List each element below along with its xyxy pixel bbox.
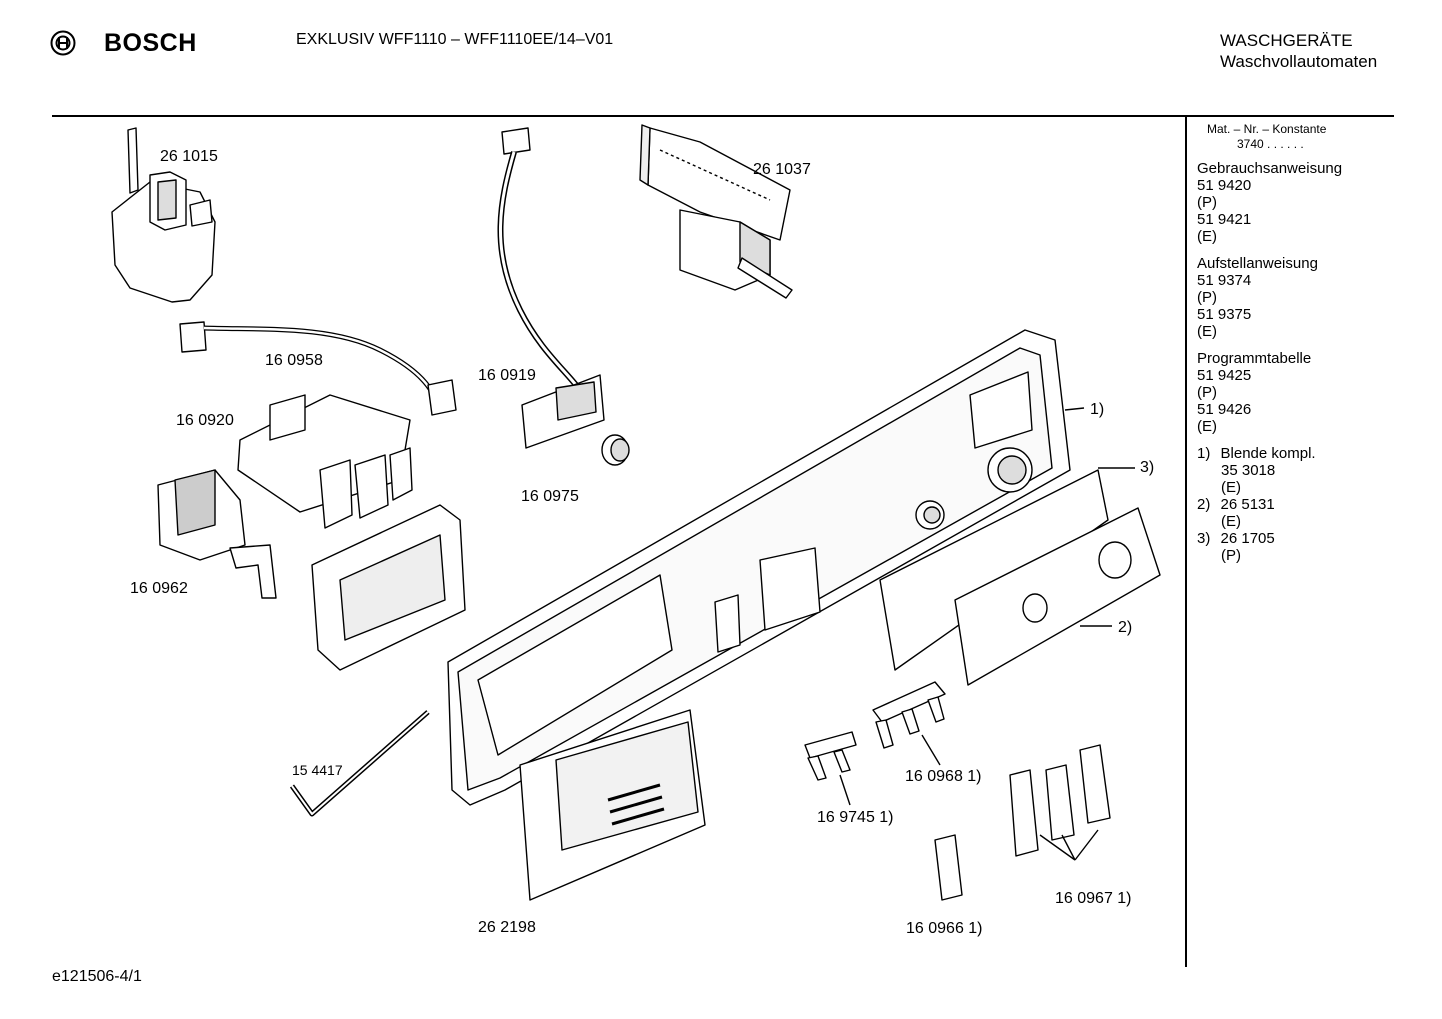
note-item: 2) 26 5131 (E) — [1197, 496, 1342, 530]
part-number-160968: 16 0968 1) — [905, 768, 982, 785]
category-subtitle: Waschvollautomaten — [1220, 52, 1378, 71]
category-title: WASCHGERÄTE — [1220, 31, 1353, 50]
cable-harness-part — [179, 321, 457, 416]
exploded-parts-drawing: 26 1015 26 1037 16 0958 16 0919 16 0920 … — [111, 124, 1161, 937]
panel-insert-part — [879, 469, 1109, 671]
brand-name: BOSCH — [104, 29, 197, 57]
part-number-262198: 26 2198 — [478, 919, 536, 936]
part-number-160962: 16 0962 — [130, 580, 188, 597]
part-number-160919: 16 0919 — [478, 367, 536, 384]
doc-section: Programmtabelle 51 9425 (P) 51 9426 (E) — [1197, 350, 1342, 435]
callout-1: 1) — [1090, 401, 1104, 418]
callout-3: 3) — [1140, 459, 1154, 476]
doc-line: 51 9421 — [1197, 211, 1252, 228]
sidebar-divider — [1185, 117, 1187, 967]
note-number: 26 1705 — [1220, 530, 1275, 547]
control-panel-part — [447, 329, 1071, 806]
header-divider — [52, 115, 1394, 117]
note-type: (E) — [1221, 479, 1241, 496]
part-number-261037: 26 1037 — [753, 161, 811, 178]
switch-board-part — [497, 127, 605, 449]
note-mark: 1) — [1197, 445, 1211, 462]
leader-lines — [839, 407, 1135, 861]
doc-line: 51 9375 — [1197, 306, 1252, 323]
model-title: EXKLUSIV WFF1110 – WFF1110EE/14–V01 — [296, 31, 614, 48]
mat-nr-value: 3740 . . . . . . — [1237, 137, 1304, 151]
drawer-front-part — [519, 709, 706, 901]
doc-line: (E) — [1197, 228, 1217, 245]
doc-section-title: Gebrauchsanweisung — [1197, 160, 1343, 177]
note-number: 35 3018 — [1221, 462, 1276, 479]
note-text: Blende kompl. — [1220, 445, 1316, 462]
note-number: 26 5131 — [1220, 496, 1275, 513]
doc-line: (P) — [1197, 194, 1217, 211]
doc-section-title: Programmtabelle — [1197, 350, 1312, 367]
switch-carrier-part — [237, 394, 413, 529]
note-type: (E) — [1221, 513, 1241, 530]
part-number-154417: 15 4417 — [292, 762, 343, 778]
display-panel-part — [954, 507, 1161, 686]
knob-part — [601, 434, 630, 466]
note-mark: 2) — [1197, 496, 1211, 513]
part-number-261015: 26 1015 — [160, 148, 218, 165]
note-item: 3) 26 1705 (P) — [1197, 530, 1342, 564]
note-mark: 3) — [1197, 530, 1211, 547]
doc-line: 51 9426 — [1197, 401, 1252, 418]
push-button-part — [934, 744, 1111, 901]
doc-line: 51 9374 — [1197, 272, 1252, 289]
part-number-160966: 16 0966 1) — [906, 920, 983, 937]
callout-2: 2) — [1118, 619, 1132, 636]
mat-nr-label: Mat. – Nr. – Konstante — [1207, 122, 1327, 136]
connector-block-part — [157, 469, 277, 599]
doc-line: 51 9425 — [1197, 367, 1252, 384]
doc-line: (P) — [1197, 289, 1217, 306]
note-type: (P) — [1221, 547, 1241, 564]
doc-line: (E) — [1197, 418, 1217, 435]
part-number-160920: 16 0920 — [176, 412, 234, 429]
part-number-160975: 16 0975 — [521, 488, 579, 505]
documentation-sidebar: Mat. – Nr. – Konstante 3740 . . . . . . … — [1197, 122, 1342, 564]
doc-section-title: Aufstellanweisung — [1197, 255, 1318, 272]
doc-section: Gebrauchsanweisung 51 9420 (P) 51 9421 (… — [1197, 160, 1342, 245]
wire-bracket-part — [289, 710, 430, 817]
part-number-169745: 16 9745 1) — [817, 809, 894, 826]
drawing-id: e121506-4/1 — [52, 968, 142, 985]
doc-line: (P) — [1197, 384, 1217, 401]
part-number-160958: 16 0958 — [265, 352, 323, 369]
doc-line: 51 9420 — [1197, 177, 1252, 194]
doc-line: (E) — [1197, 323, 1217, 340]
switch-frame-part — [311, 504, 466, 671]
electronic-module-part — [639, 124, 793, 299]
doc-section: Aufstellanweisung 51 9374 (P) 51 9375 (E… — [1197, 255, 1342, 340]
note-item: 1) Blende kompl. 35 3018 (E) — [1197, 445, 1342, 496]
part-number-160967: 16 0967 1) — [1055, 890, 1132, 907]
filter-part — [111, 127, 216, 303]
clip-part — [804, 681, 946, 781]
bosch-logo-icon — [50, 30, 76, 56]
